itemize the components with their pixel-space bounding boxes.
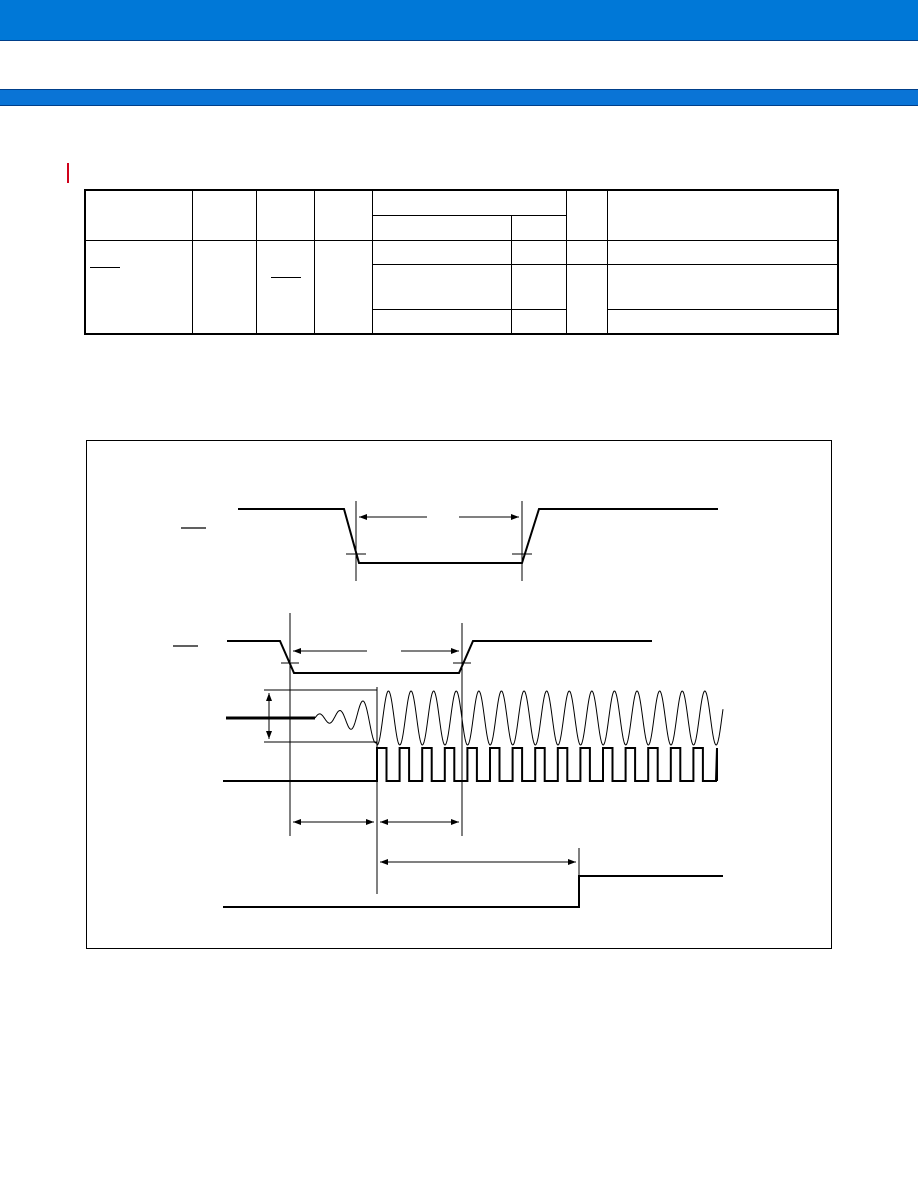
cell-remarks-1	[606, 239, 839, 266]
cell-pin	[255, 239, 315, 335]
internal-operation	[223, 875, 723, 908]
header-condition	[313, 189, 373, 241]
clock-waveform	[223, 687, 718, 894]
header-value	[371, 189, 567, 216]
cell-condition	[313, 239, 373, 335]
cell-min-2	[371, 263, 512, 311]
header-rule	[0, 40, 918, 41]
header-max	[510, 214, 567, 241]
header-symbol	[191, 189, 257, 241]
cell-parameter	[84, 239, 193, 335]
cell-max-3	[510, 309, 567, 335]
cell-remarks-2	[606, 263, 839, 311]
cell-unit-1	[565, 239, 608, 266]
timing-diagram	[86, 440, 832, 949]
stabilization-arrows	[293, 819, 580, 876]
overline-bar	[90, 266, 120, 268]
section-marker	[67, 163, 69, 183]
cell-max-1	[510, 239, 567, 266]
cell-remarks-3	[606, 309, 839, 335]
cell-min-3	[371, 309, 512, 335]
cell-symbol	[191, 239, 257, 335]
header-min	[371, 214, 512, 241]
reset-signal	[181, 501, 718, 581]
header-remarks	[606, 189, 839, 241]
cell-unit-2	[565, 264, 608, 335]
hst-signal	[173, 613, 652, 836]
cell-min-1	[371, 239, 512, 266]
ac-characteristics-table	[84, 189, 839, 335]
header-band	[0, 0, 918, 40]
header-parameter	[84, 189, 193, 241]
timing-diagram-svg	[173, 501, 724, 908]
header-unit	[565, 189, 608, 241]
oscillator-waveform	[226, 689, 724, 746]
header-pin	[255, 189, 315, 241]
overline-bar	[270, 276, 301, 278]
section-band	[0, 89, 918, 106]
cell-max-2	[510, 263, 567, 311]
